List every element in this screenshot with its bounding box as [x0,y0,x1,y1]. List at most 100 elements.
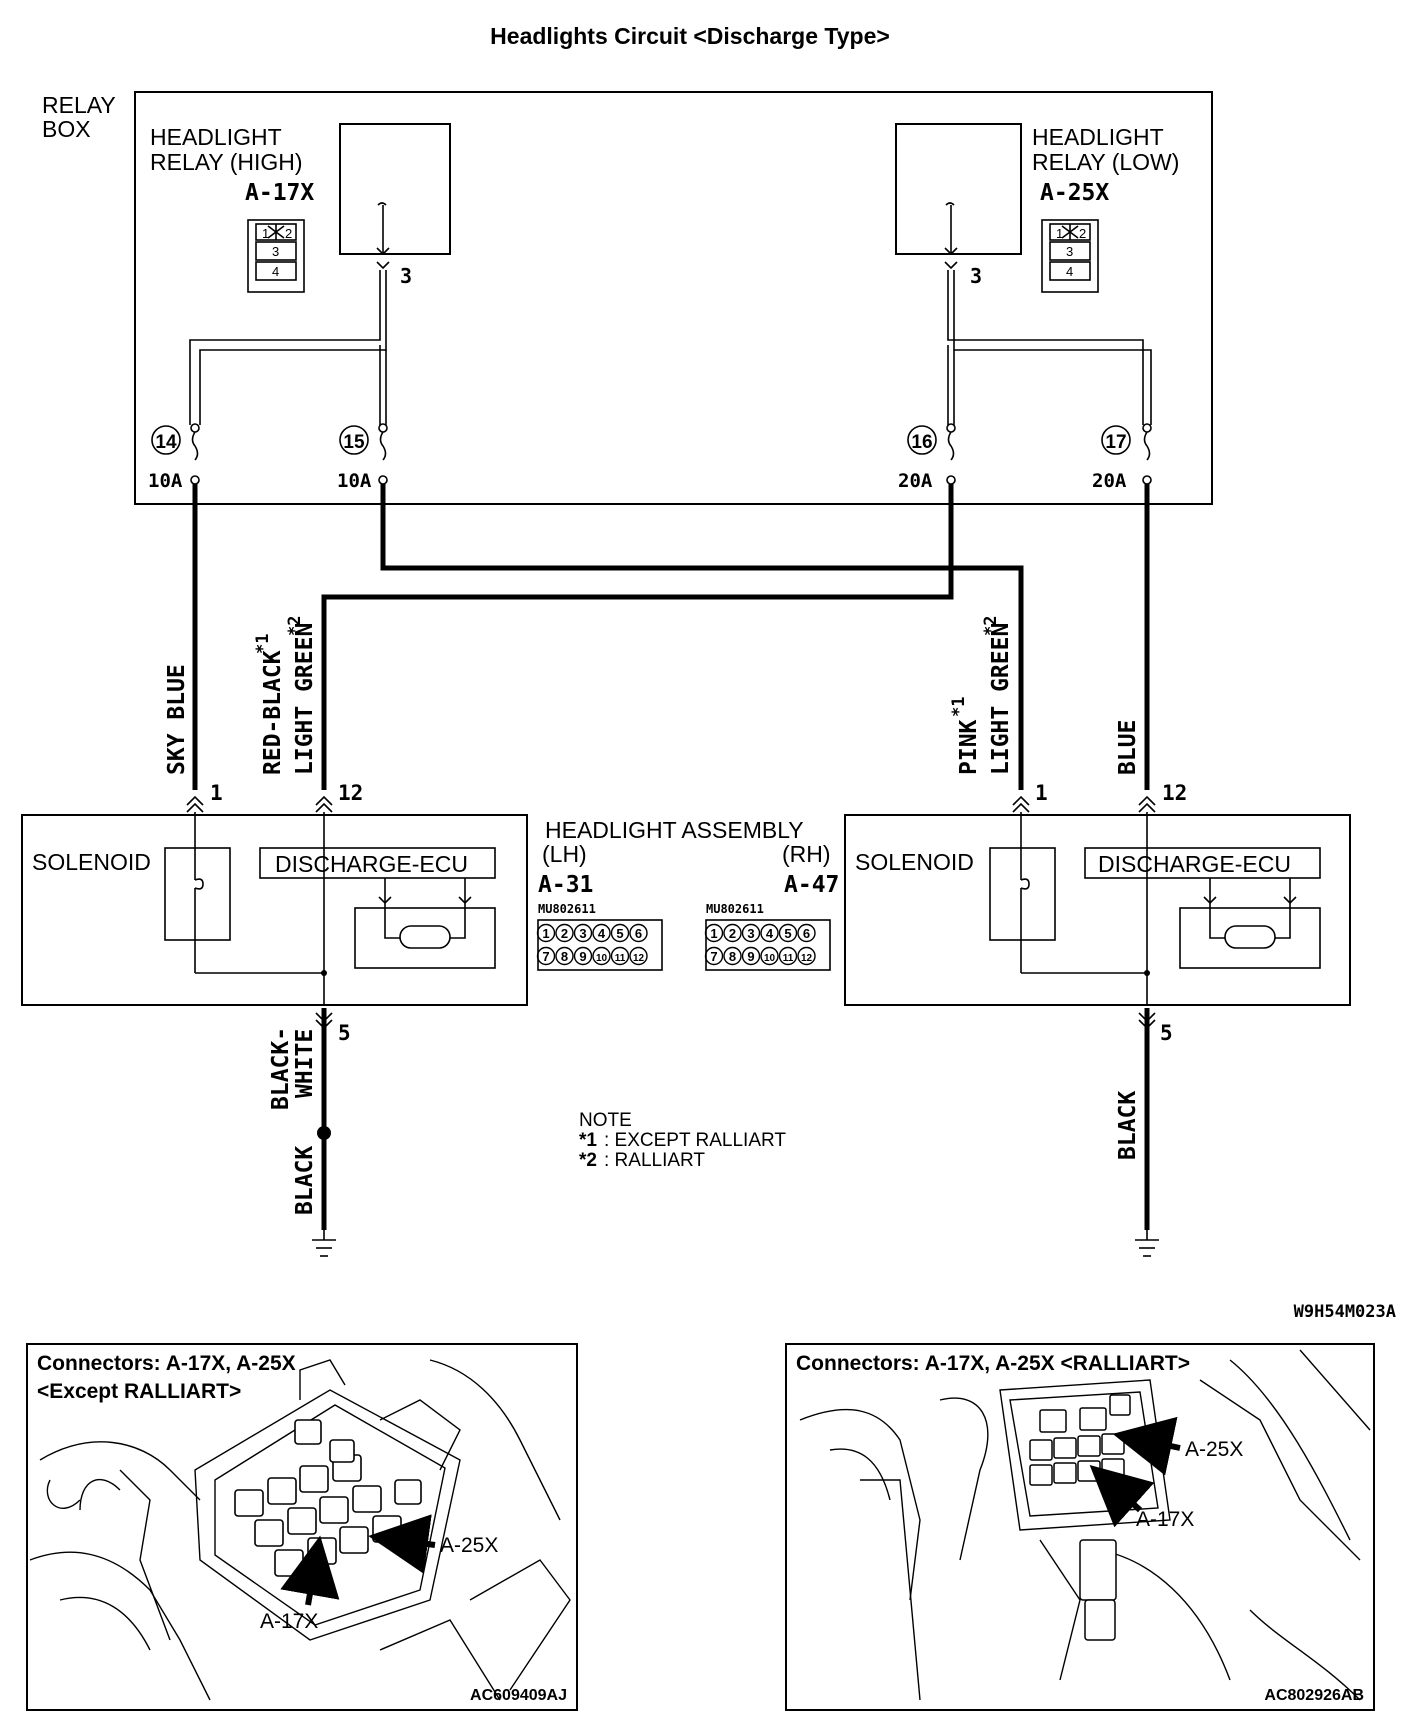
svg-text:A-17X: A-17X [1136,1508,1194,1531]
note-1-text: : EXCEPT RALLIART [604,1130,786,1151]
relay-low-switch-symbol [945,202,955,206]
connector-pin [741,923,761,943]
connector-pin [778,946,798,966]
connector-pin-label: 12 [633,953,645,964]
connector-pin [592,946,611,966]
fuse-15: 15 10A [337,423,388,492]
connector-photo-except-ralliart: Connectors: A-17X, A-25X <Except RALLIAR… [26,1343,578,1711]
connector-pin [573,923,593,943]
headlight-assembly-title: HEADLIGHT ASSEMBLY [545,817,804,843]
rh-coil-icon [1020,878,1030,890]
diagram-code: W9H54M023A [1294,1302,1396,1322]
svg-text:A-25X: A-25X [1185,1438,1243,1461]
relay-low-label-2: RELAY (LOW) [1032,149,1179,175]
lh-ecu-box [259,847,496,879]
connector-pin-label: 2 [561,926,568,941]
connector-pin [704,923,724,943]
relay-box [134,91,1213,505]
svg-text:2: 2 [1079,226,1086,241]
svg-text:2: 2 [285,226,292,241]
connector-pin-label: 3 [579,926,586,941]
connector-pin-label: 9 [579,949,586,964]
relay-high-connector-id: A-17X [245,180,314,206]
rh-pin-5: 5 [1160,1021,1173,1045]
connector-pin [723,946,742,966]
rh-solenoid-label: SOLENOID [855,849,974,875]
connector-pin-label: 3 [747,926,754,941]
relay-high-connector-icon: 1 2 3 4 [247,219,305,293]
wire-label-red-black: RED-BLACK [260,650,286,775]
svg-text:20A: 20A [1092,470,1127,492]
connector-pin-label: 9 [747,949,754,964]
connector-pin-label: 1 [710,926,717,941]
rh-solenoid-box [989,847,1056,941]
connector-pin-label: 5 [784,926,791,941]
relay-high-body [339,123,451,255]
svg-text:16: 16 [911,432,932,453]
rh-pin-1: 1 [1035,781,1048,805]
relay-box-label-1: RELAY [42,92,116,118]
relay-high-label-2: RELAY (HIGH) [150,149,303,175]
relay-low-connector-icon: 1 2 3 4 [1041,219,1099,293]
svg-text:20A: 20A [898,470,933,492]
lh-part-number: MU802611 [538,902,596,916]
connector-pin-label: 8 [729,949,736,964]
connector-pin [536,923,556,943]
connector-pin [741,946,761,966]
connector-pin [760,923,779,943]
connector-pin-label: 10 [596,953,608,964]
relay-low-connector-id: A-25X [1040,180,1109,206]
lh-ecu-label: DISCHARGE-ECU [275,851,468,877]
svg-text:1: 1 [1056,226,1063,241]
connector-pin-label: 6 [635,926,642,941]
relay-low-label-1: HEADLIGHT [1032,124,1164,150]
wire-label-black-rh: BLACK [1115,1091,1141,1160]
connector-pin [797,923,816,943]
lh-bulb-box [354,907,496,969]
connector-photo-ralliart: Connectors: A-17X, A-25X <RALLIART> A-25… [785,1343,1375,1711]
connector-pin-label: 10 [764,953,776,964]
connector-pin [610,946,630,966]
rh-bulb-icon [1224,925,1276,949]
svg-text:17: 17 [1105,432,1126,453]
connector-pin-label: 8 [561,949,568,964]
rh-pin-12: 12 [1162,781,1187,805]
connector-pin-label: 6 [803,926,810,941]
lh-pin-12: 12 [338,781,363,805]
wire-label-star2-lh: *2 [285,616,305,636]
lh-splice-point [317,1126,331,1140]
note-1-mark: *1 [579,1130,597,1151]
svg-text:A-17X: A-17X [260,1610,318,1633]
svg-text:14: 14 [155,432,177,453]
lh-connector-id: A-31 [538,872,593,898]
fuse-17: 17 20A [1092,423,1152,492]
connector-pin [555,946,574,966]
lh-solenoid-box [164,847,231,941]
svg-text:10A: 10A [337,470,372,492]
relay-high-pin: 3 [400,264,412,288]
connector-pin-label: 5 [616,926,623,941]
svg-text:10A: 10A [148,470,183,492]
headlight-rh-assembly [844,814,1351,1006]
lh-pin-1: 1 [210,781,223,805]
svg-text:3: 3 [272,244,279,259]
svg-text:Connectors: A-17X, A-25X <RALL: Connectors: A-17X, A-25X <RALLIART> [796,1352,1190,1375]
connector-pin-label: 12 [801,953,813,964]
connector-pin [610,923,630,943]
connector-pin [723,923,742,943]
rh-connector-id: A-47 [784,872,839,898]
wire-label-star1-lh: *1 [253,634,273,654]
note-2-text: : RALLIART [604,1150,705,1171]
lh-solenoid-label: SOLENOID [32,849,151,875]
wire-label-star1-rh: *1 [949,697,969,717]
svg-text:4: 4 [272,264,279,279]
svg-text:<Except RALLIART>: <Except RALLIART> [37,1380,241,1403]
svg-text:Connectors: A-17X, A-25X: Connectors: A-17X, A-25X [37,1352,296,1375]
svg-text:AC802926AB: AC802926AB [1264,1687,1364,1704]
connector-pin-label: 4 [766,926,774,941]
note-2-mark: *2 [579,1150,597,1171]
rh-ground-icon [1135,1228,1159,1257]
relay-high-switch-symbol [377,202,387,206]
